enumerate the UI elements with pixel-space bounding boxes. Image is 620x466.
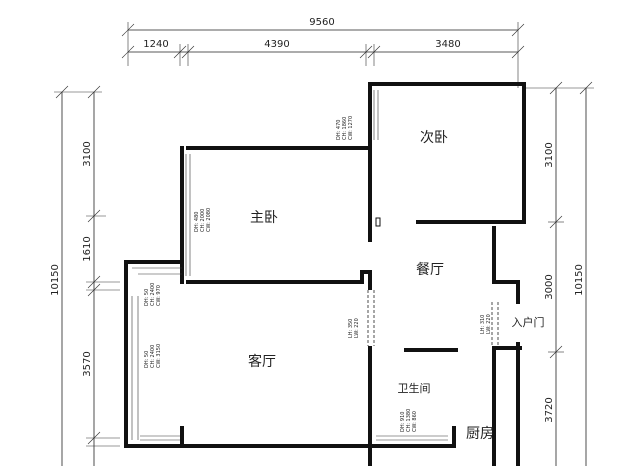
room-dining: 餐厅 [416,262,444,278]
dim-total-width: 9560 [309,17,334,28]
dim-right-2: 3000 [544,274,555,299]
label-entrance-door: 入户门 [512,315,545,329]
room-master-bedroom: 主卧 [250,210,278,226]
note-line: DH: 50 [144,351,150,368]
windows [131,90,448,441]
note-line: CW: 970 [156,285,162,306]
right-dimensions: 3100 3000 3720 10150 [524,81,594,466]
dim-top-1: 1240 [143,39,168,50]
note-line: DH: 910 [400,412,406,432]
dim-top-2: 4390 [264,39,289,50]
note-line: LH: 350 [348,319,354,338]
note-line: CH: 2400 [150,283,156,306]
dim-left-3: 3570 [82,351,93,376]
door-openings [367,290,499,346]
note-line: CH: 1380 [406,409,412,432]
note-line: CW: 860 [412,411,418,432]
dim-left-1: 3100 [82,141,93,166]
note-line: LW: 220 [486,314,492,334]
note-line: CH: 2400 [150,345,156,368]
dim-right-3: 3720 [544,397,555,422]
room-bathroom: 卫生间 [398,381,431,395]
left-dimensions: 3100 1610 3570 10150 [50,85,120,466]
note-line: LW: 220 [354,318,360,338]
room-second-bedroom: 次卧 [420,130,448,146]
note-living-window: DH: 50 CH: 2400 CW: 3150 [144,344,162,368]
note-line: DH: 470 [336,120,342,140]
room-kitchen: 厨房 [466,426,494,442]
dim-top-3: 3480 [435,39,460,50]
note-entry-door: LH: 310 LW: 220 [480,314,492,334]
note-line: DH: 50 [144,289,150,306]
note-inner-door: LH: 350 LW: 220 [348,318,360,338]
dim-right-total: 10150 [574,264,585,296]
walls [124,82,526,466]
dim-left-2: 1610 [82,236,93,261]
dim-left-total: 10150 [50,264,61,296]
dim-right-1: 3100 [544,142,555,167]
note-line: LH: 310 [480,315,486,334]
note-second-bedroom-window: DH: 470 CH: 1860 CW: 1270 [336,116,354,140]
note-line: CH: 1860 [342,117,348,140]
room-living: 客厅 [248,353,276,370]
note-line: CW: 3150 [156,344,162,368]
note-bath-window: DH: 910 CH: 1380 CW: 860 [400,409,418,432]
note-master-window: DH: 480 CH: 2000 CW: 2080 [194,208,212,232]
note-line: CW: 2080 [206,208,212,232]
note-line: DH: 480 [194,212,200,232]
top-dimensions: 9560 1240 4390 3480 [121,17,525,88]
note-line: CH: 2000 [200,209,206,232]
note-line: CW: 1270 [348,116,354,140]
note-small-window: DH: 50 CH: 2400 CW: 970 [144,283,162,306]
